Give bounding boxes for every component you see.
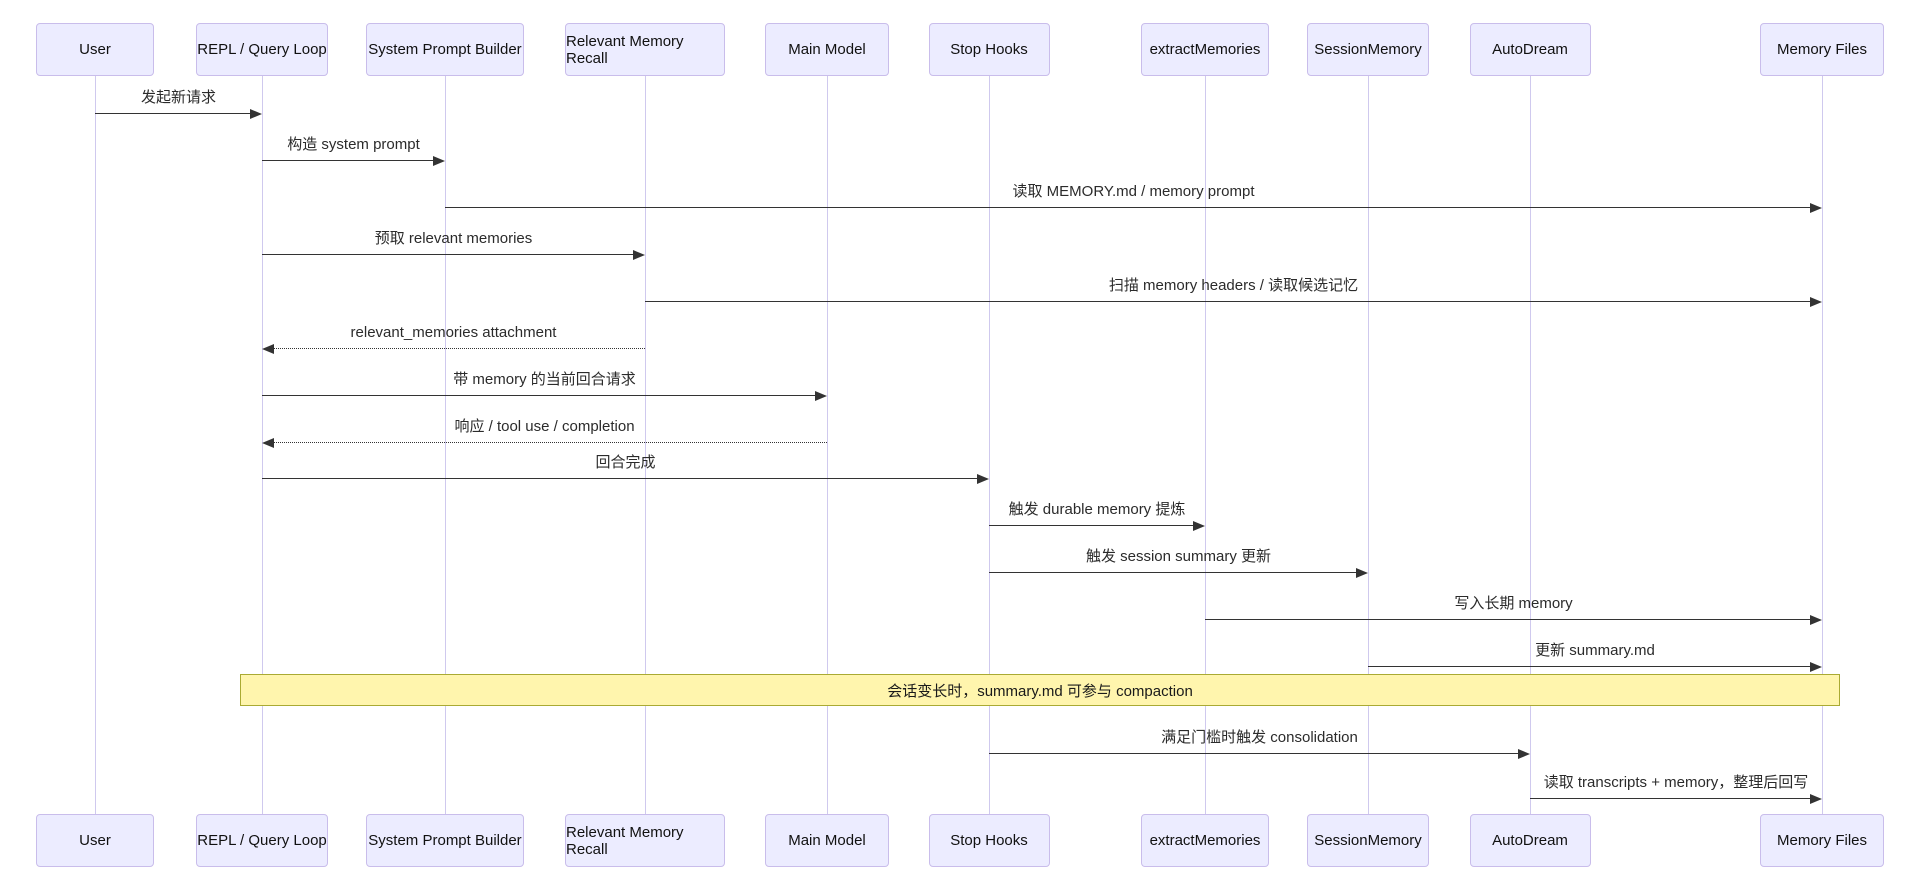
message-line-4 [645,301,1812,302]
message-line-5 [272,348,645,349]
message-label-4: 扫描 memory headers / 读取候选记忆 [1108,277,1359,294]
lifeline-dream [1530,76,1531,814]
arrowhead-icon-12 [1810,661,1822,672]
lifeline-model [827,76,828,814]
message-label-8: 回合完成 [595,454,656,471]
message-line-2 [445,207,1812,208]
arrowhead-icon-9 [1193,520,1205,531]
arrowhead-icon-2 [1810,202,1822,213]
arrowhead-icon-4 [1810,296,1822,307]
message-label-11: 写入长期 memory [1454,595,1573,612]
message-line-9 [989,525,1195,526]
participant-user-top: User [36,23,154,76]
participant-session-bottom: SessionMemory [1307,814,1429,867]
message-line-14 [1530,798,1812,799]
message-line-0 [95,113,252,114]
participant-stop-bottom: Stop Hooks [928,814,1050,867]
message-line-11 [1205,619,1812,620]
arrowhead-icon-14 [1810,793,1822,804]
message-label-3: 预取 relevant memories [374,230,533,247]
message-label-12: 更新 summary.md [1535,642,1655,659]
participant-rmr-bottom: Relevant Memory Recall [565,814,725,867]
participant-user-bottom: User [36,814,154,867]
arrowhead-icon-8 [977,473,989,484]
arrowhead-icon-0 [250,108,262,119]
arrowhead-icon-6 [815,390,827,401]
participant-session-top: SessionMemory [1307,23,1429,76]
participant-extract-top: extractMemories [1141,23,1269,76]
message-label-7: 响应 / tool use / completion [454,418,635,435]
message-line-3 [262,254,635,255]
message-line-6 [262,395,817,396]
message-label-1: 构造 system prompt [287,136,420,153]
message-label-9: 触发 durable memory 提炼 [1008,501,1186,518]
arrowhead-icon-3 [633,249,645,260]
participant-stop-top: Stop Hooks [928,23,1050,76]
message-label-14: 读取 transcripts + memory，整理后回写 [1543,774,1809,791]
arrowhead-icon-11 [1810,614,1822,625]
participant-spb-top: System Prompt Builder [366,23,524,76]
participant-repl-top: REPL / Query Loop [196,23,328,76]
message-line-1 [262,160,435,161]
arrowhead-icon-5 [262,343,274,354]
lifeline-stop [989,76,990,814]
participant-dream-bottom: AutoDream [1469,814,1591,867]
lifeline-spb [445,76,446,814]
note-compaction: 会话变长时，summary.md 可参与 compaction [240,674,1840,706]
arrowhead-icon-1 [433,155,445,166]
participant-files-bottom: Memory Files [1760,814,1884,867]
message-line-7 [272,442,827,443]
lifeline-session [1368,76,1369,814]
message-label-13: 满足门槛时触发 consolidation [1161,729,1358,746]
message-label-5: relevant_memories attachment [350,324,557,341]
message-line-10 [989,572,1358,573]
arrowhead-icon-13 [1518,748,1530,759]
message-label-2: 读取 MEMORY.md / memory prompt [1012,183,1255,200]
message-line-8 [262,478,979,479]
arrowhead-icon-10 [1356,567,1368,578]
participant-spb-bottom: System Prompt Builder [366,814,524,867]
message-line-12 [1368,666,1812,667]
participant-extract-bottom: extractMemories [1141,814,1269,867]
participant-repl-bottom: REPL / Query Loop [196,814,328,867]
lifeline-rmr [645,76,646,814]
participant-files-top: Memory Files [1760,23,1884,76]
lifeline-files [1822,76,1823,814]
participant-model-top: Main Model [765,23,889,76]
message-label-0: 发起新请求 [140,89,216,106]
message-label-6: 带 memory 的当前回合请求 [453,371,636,388]
lifeline-extract [1205,76,1206,814]
participant-model-bottom: Main Model [765,814,889,867]
arrowhead-icon-7 [262,437,274,448]
message-label-10: 触发 session summary 更新 [1085,548,1272,565]
participant-rmr-top: Relevant Memory Recall [565,23,725,76]
lifeline-user [95,76,96,814]
participant-dream-top: AutoDream [1469,23,1591,76]
message-line-13 [989,753,1520,754]
